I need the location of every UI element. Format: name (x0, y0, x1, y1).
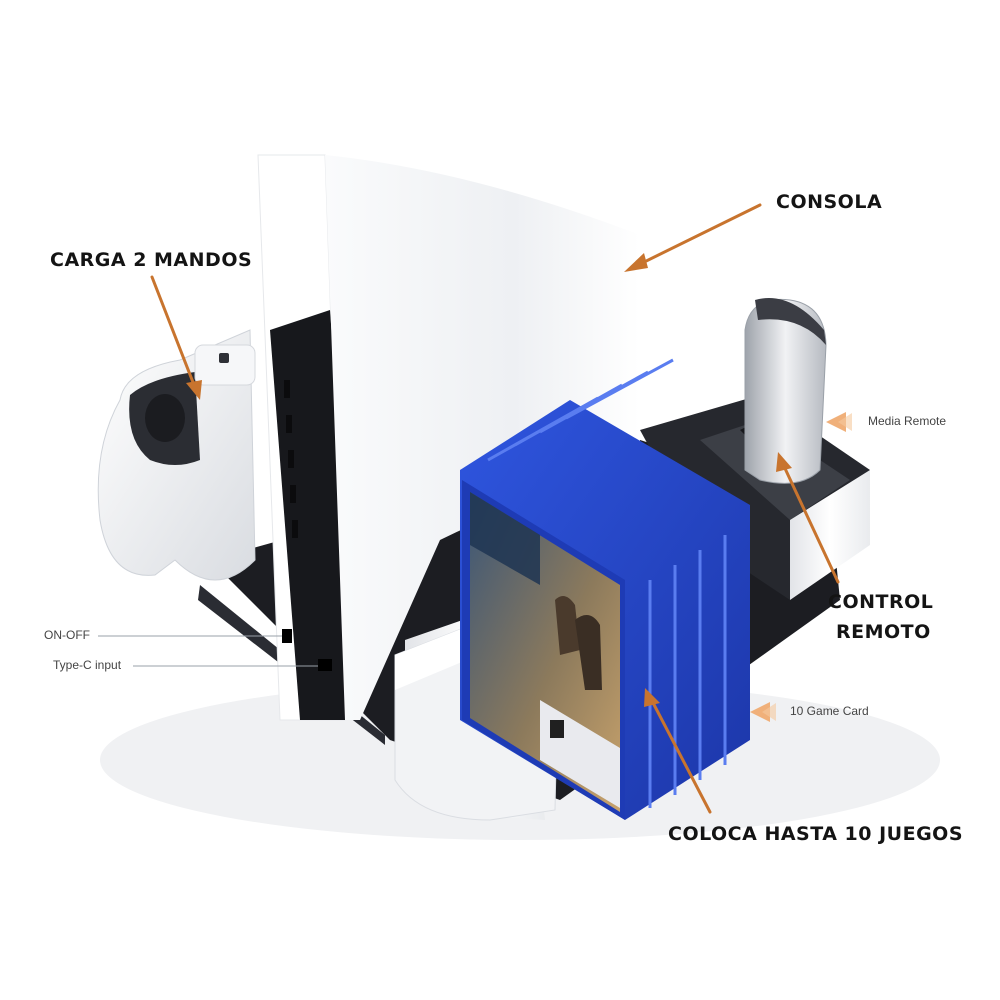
arrow-pointer-icon (776, 452, 840, 584)
annotation-arrows (150, 203, 840, 814)
orange-arrowhead-icon (750, 702, 776, 722)
label-carga-mandos: CARGA 2 MANDOS (50, 249, 253, 271)
orange-arrowhead-icon (826, 412, 852, 432)
media-remote (744, 298, 827, 484)
leader-lines (98, 635, 320, 667)
label-type-c-input: Type-C input (53, 658, 122, 672)
arrow-pointer-icon (624, 203, 762, 272)
label-game-card: 10 Game Card (790, 704, 869, 718)
label-media-remote: Media Remote (868, 414, 947, 428)
label-control: CONTROL (828, 591, 934, 613)
arrow-pointer-icon (150, 275, 202, 400)
port-markers (282, 629, 332, 671)
label-on-off: ON-OFF (44, 628, 90, 642)
label-coloca-juegos: COLOCA HASTA 10 JUEGOS (668, 823, 963, 845)
case-ridges (487, 358, 727, 808)
vent-slots (284, 380, 298, 538)
label-consola: CONSOLA (776, 191, 883, 213)
label-remoto: REMOTO (836, 621, 931, 643)
controller (97, 329, 256, 581)
arrow-pointer-icon (644, 688, 712, 814)
game-cases (460, 358, 750, 820)
